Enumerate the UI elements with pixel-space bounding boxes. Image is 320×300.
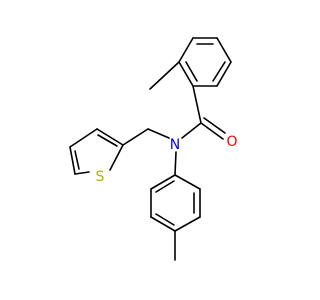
carbonyl-double-bond (200, 117, 226, 140)
methylene-to-thiophene-bond (122, 128, 149, 146)
ring-to-carbonyl-bond (192, 85, 202, 124)
nitrogen-atom-label: N (170, 137, 180, 153)
thiophene-ring (69, 128, 124, 175)
sulfur-atom-label: S (96, 169, 105, 185)
nitrogen-to-tolyl-bond (174, 151, 177, 176)
molecule-diagram: O N S (69, 37, 238, 261)
carbonyl-to-nitrogen-bond (181, 122, 202, 139)
methylbenzene-ring-top (178, 37, 232, 87)
tolyl-ring-bottom (150, 174, 201, 232)
nitrogen-to-methylene-bond (147, 128, 170, 139)
ortho-methyl-bond (149, 61, 180, 90)
oxygen-atom-label: O (226, 134, 237, 150)
